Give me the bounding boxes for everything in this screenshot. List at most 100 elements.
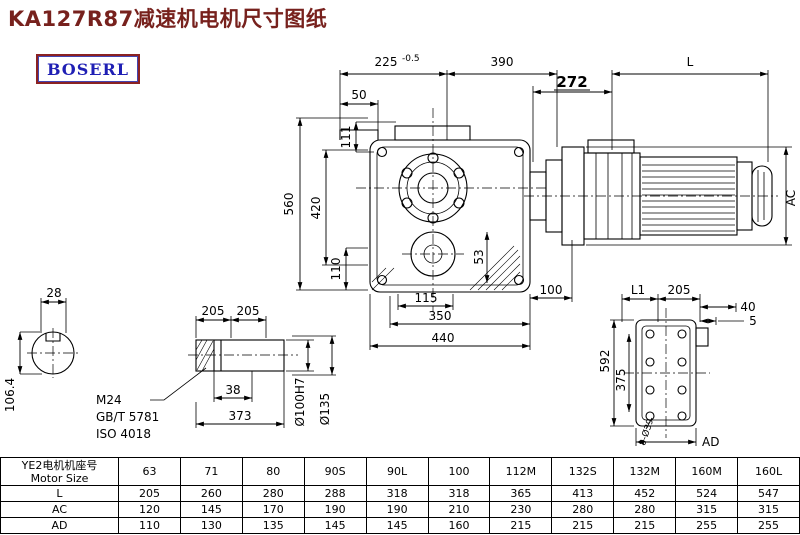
shaft-end-view: 28 106.4	[3, 286, 75, 412]
table-cell: 170	[241, 501, 305, 518]
boserl-logo-text: BOSERL	[46, 59, 130, 79]
dim-440-label: 440	[432, 331, 455, 345]
motor-size-header-cn: YE2电机机座号	[21, 458, 98, 472]
iso-standard-label: ISO 4018	[96, 427, 151, 441]
dim-420-label: 420	[309, 197, 323, 220]
thread-spec-label: M24	[96, 393, 122, 407]
bolt-pattern-label: 8-Ø39	[637, 417, 656, 447]
table-cell: 145	[365, 517, 429, 534]
gbt-standard-label: GB/T 5781	[96, 410, 159, 424]
dim-106-label: 106.4	[3, 378, 17, 412]
table-cell: 280	[241, 485, 305, 502]
table-cell: 280	[551, 501, 615, 518]
column-header: 112M	[489, 457, 553, 486]
dim-225-label: 225	[375, 55, 398, 69]
shaft-side-view: 205 205 M24 GB/T 5781 ISO 4018 38 373 Ø1…	[96, 304, 336, 441]
row-label: AC	[0, 501, 119, 518]
dim-28-label: 28	[46, 286, 61, 300]
dim-390-label: 390	[491, 55, 514, 69]
table-row-AD: AD 110 130 135 145 145 160 215 215 215 2…	[0, 517, 800, 534]
dim-110-label: 110	[329, 258, 343, 281]
column-header: 90S	[303, 457, 367, 486]
dim-205c-label: 205	[668, 283, 691, 297]
dim-phi100-label: Ø100H7	[293, 377, 307, 426]
dim-phi135-label: Ø135	[318, 393, 332, 425]
table-cell: 215	[551, 517, 615, 534]
rear-view: L1 205 40 5 592 375 8-Ø39 AD	[598, 283, 757, 449]
ac-dimension: AC	[586, 146, 798, 246]
table-cell: 255	[737, 517, 800, 534]
table-cell: 145	[179, 501, 243, 518]
dim-38-label: 38	[225, 383, 240, 397]
table-cell: 160	[427, 517, 491, 534]
dim-592-label: 592	[598, 350, 612, 373]
column-header: 90L	[365, 457, 429, 486]
table-cell: 215	[489, 517, 553, 534]
motor-dimension-table: YE2电机机座号 Motor Size 63 71 80 90S 90L 100…	[0, 457, 800, 534]
table-cell: 365	[489, 485, 553, 502]
column-header: 71	[179, 457, 243, 486]
dim-40-label: 40	[740, 300, 755, 314]
table-cell: 230	[489, 501, 553, 518]
dim-225-tolerance: -0.5	[402, 54, 420, 64]
boserl-logo: BOSERL	[36, 54, 140, 84]
dim-53-label: 53	[472, 249, 486, 264]
column-header: 132M	[613, 457, 677, 486]
page-title: KA127R87减速机电机尺寸图纸	[8, 7, 328, 31]
table-cell: 260	[179, 485, 243, 502]
dim-AC-label: AC	[784, 190, 798, 206]
table-cell: 255	[675, 517, 739, 534]
dim-50-label: 50	[351, 88, 366, 102]
row-label: AD	[0, 517, 119, 534]
table-cell: 145	[303, 517, 367, 534]
table-row-L: L 205 260 280 288 318 318 365 413 452 52…	[0, 485, 800, 502]
table-cell: 205	[118, 485, 181, 502]
top-dimensions: 225 -0.5 390 L 272 50	[339, 54, 769, 162]
table-cell: 135	[241, 517, 305, 534]
dim-L-label: L	[687, 55, 694, 69]
dim-272-label: 272	[556, 73, 587, 91]
column-header: 80	[241, 457, 305, 486]
dim-205a-label: 205	[202, 304, 225, 318]
table-cell: 210	[427, 501, 491, 518]
column-header: 132S	[551, 457, 615, 486]
bottom-dimensions: 115 350 440 100	[369, 240, 573, 350]
motor-size-header-en: Motor Size	[30, 471, 89, 485]
column-header: 160L	[737, 457, 800, 486]
column-header: 63	[118, 457, 181, 486]
technical-drawing: 53 225 -0.5 390 L 272 50 56	[3, 54, 798, 449]
dim-100-label: 100	[540, 283, 563, 297]
table-cell: 524	[675, 485, 739, 502]
table-cell: 547	[737, 485, 800, 502]
table-cell: 318	[427, 485, 491, 502]
dim-373-label: 373	[229, 409, 252, 423]
dim-AD-label: AD	[702, 435, 719, 449]
table-cell: 288	[303, 485, 367, 502]
row-label: L	[0, 485, 119, 502]
dim-L1-label: L1	[631, 283, 645, 297]
column-header: 100	[427, 457, 491, 486]
table-cell: 315	[737, 501, 800, 518]
table-cell: 190	[303, 501, 367, 518]
table-cell: 190	[365, 501, 429, 518]
motor-size-header: YE2电机机座号 Motor Size	[0, 457, 119, 486]
table-cell: 110	[118, 517, 181, 534]
table-cell: 315	[675, 501, 739, 518]
table-cell: 318	[365, 485, 429, 502]
dim-350-label: 350	[429, 309, 452, 323]
left-dimensions: 560 420 111 110	[282, 117, 396, 291]
gearbox-front-view: 53	[339, 125, 531, 293]
center-lines	[27, 108, 778, 438]
motor-side-view	[529, 139, 773, 246]
table-cell: 215	[613, 517, 677, 534]
table-cell: 280	[613, 501, 677, 518]
table-cell: 413	[551, 485, 615, 502]
table-cell: 120	[118, 501, 181, 518]
dim-115-label: 115	[415, 291, 438, 305]
dim-111-label: 111	[339, 126, 353, 149]
table-row-AC: AC 120 145 170 190 190 210 230 280 280 3…	[0, 501, 800, 518]
dim-5-label: 5	[749, 314, 757, 328]
dim-560-label: 560	[282, 193, 296, 216]
table-cell: 130	[179, 517, 243, 534]
dim-205b-label: 205	[237, 304, 260, 318]
